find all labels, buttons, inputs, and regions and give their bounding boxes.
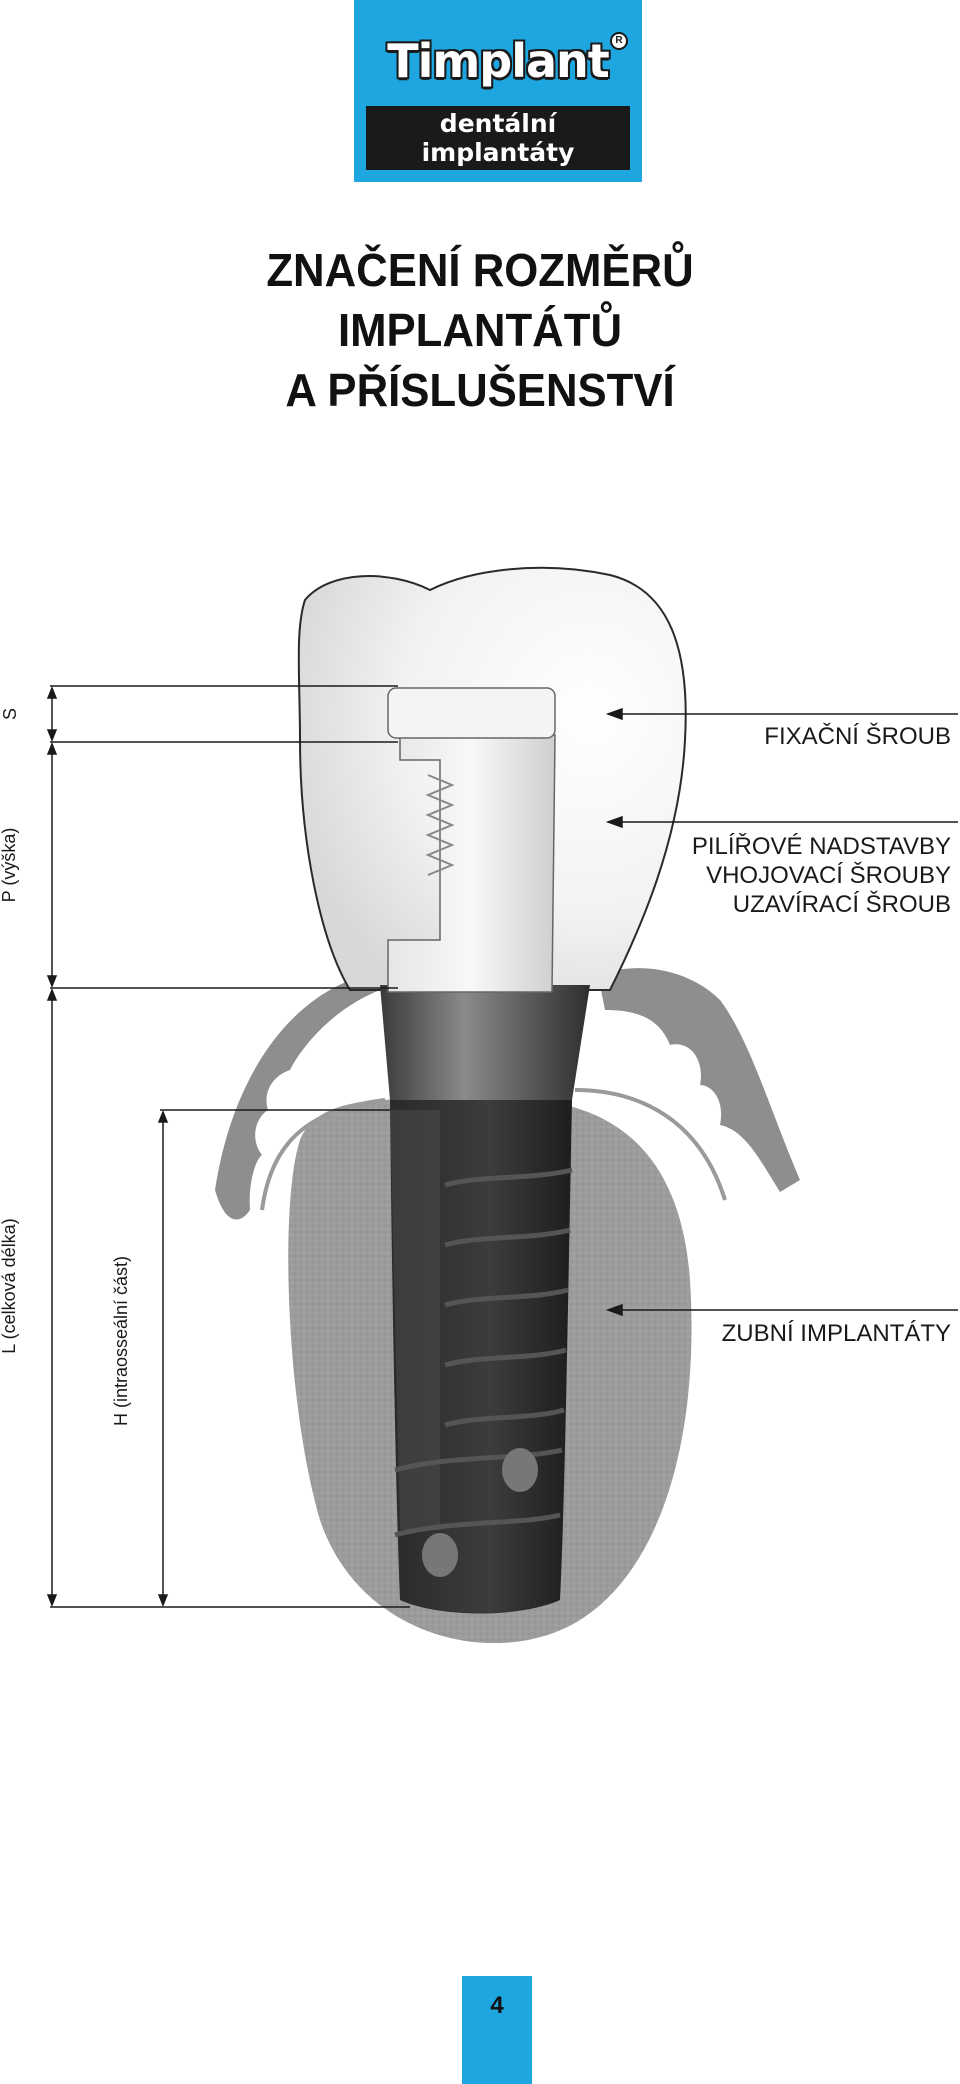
callout-abutments-line2: VHOJOVACÍ ŠROUBY bbox=[706, 862, 951, 889]
brand-logo: Timplant R dentální implantáty bbox=[354, 0, 642, 182]
callout-implants: ZUBNÍ IMPLANTÁTY bbox=[721, 1320, 951, 1347]
title-line2: IMPLANTÁTŮ bbox=[337, 304, 623, 356]
implant-collar bbox=[380, 985, 590, 1100]
logo-name: Timplant bbox=[387, 34, 610, 88]
page-title: ZNAČENÍ ROZMĚRŮ IMPLANTÁTŮ A PŘÍSLUŠENST… bbox=[5, 240, 955, 420]
dimension-l: L (celková délka) bbox=[0, 1218, 19, 1354]
dimension-s: S bbox=[0, 708, 20, 721]
abutment bbox=[387, 734, 556, 993]
title-line3: A PŘÍSLUŠENSTVÍ bbox=[285, 364, 675, 416]
logo-tagline: dentální implantáty bbox=[366, 106, 630, 170]
callout-abutments-line3: UZAVÍRACÍ ŠROUB bbox=[732, 891, 951, 918]
title-line1: ZNAČENÍ ROZMĚRŮ bbox=[266, 244, 694, 296]
dimension-p: P (výška) bbox=[0, 827, 19, 903]
page-number: 4 bbox=[462, 1976, 532, 2084]
callout-abutments-line1: PILÍŘOVÉ NADSTAVBY bbox=[691, 833, 951, 860]
logo-tagline-line1: dentální bbox=[439, 109, 557, 138]
gum-right bbox=[598, 968, 800, 1192]
callout-abutments: PILÍŘOVÉ NADSTAVBY VHOJOVACÍ ŠROUBY UZAV… bbox=[692, 832, 951, 919]
registered-mark: R bbox=[610, 32, 628, 50]
dimension-h: H (intraosseální část) bbox=[111, 1255, 131, 1427]
callout-fixation-screw: FIXAČNÍ ŠROUB bbox=[764, 723, 951, 750]
fixation-screw-head bbox=[387, 687, 556, 739]
gum-left bbox=[215, 975, 380, 1220]
implant-threads bbox=[394, 1167, 573, 1538]
logo-tagline-line2: implantáty bbox=[421, 138, 575, 167]
